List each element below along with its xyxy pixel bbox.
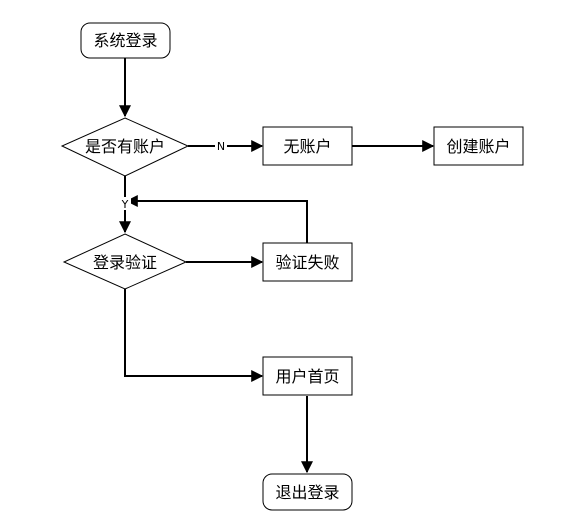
no-account-box [262, 126, 353, 166]
has-account-label: 是否有账户 [85, 137, 165, 156]
edge-label-y: Y [121, 198, 129, 211]
edge-verify-failed-loop-back [125, 195, 308, 243]
verify-failed-box [262, 242, 353, 282]
start-node-label: 系统登录 [93, 31, 157, 50]
user-home-box [262, 356, 353, 396]
create-account-label: 创建账户 [446, 137, 510, 156]
login-verify-decision [62, 233, 188, 290]
user-home-label: 用户首页 [275, 367, 339, 386]
edge-login-verify-to-user-home [124, 289, 264, 382]
login-verify-label: 登录验证 [93, 253, 157, 272]
start-node [80, 22, 171, 59]
edge-label-y-bg [119, 197, 131, 210]
verify-failed-label: 验证失败 [275, 253, 339, 272]
logout-node-label: 退出登录 [275, 483, 339, 502]
no-account-label: 无账户 [283, 137, 331, 156]
edge-label-n-bg [215, 139, 227, 153]
create-account-box [433, 126, 524, 166]
has-account-decision [60, 117, 190, 177]
edge-label-n: N [217, 140, 225, 153]
logout-node [262, 473, 353, 511]
